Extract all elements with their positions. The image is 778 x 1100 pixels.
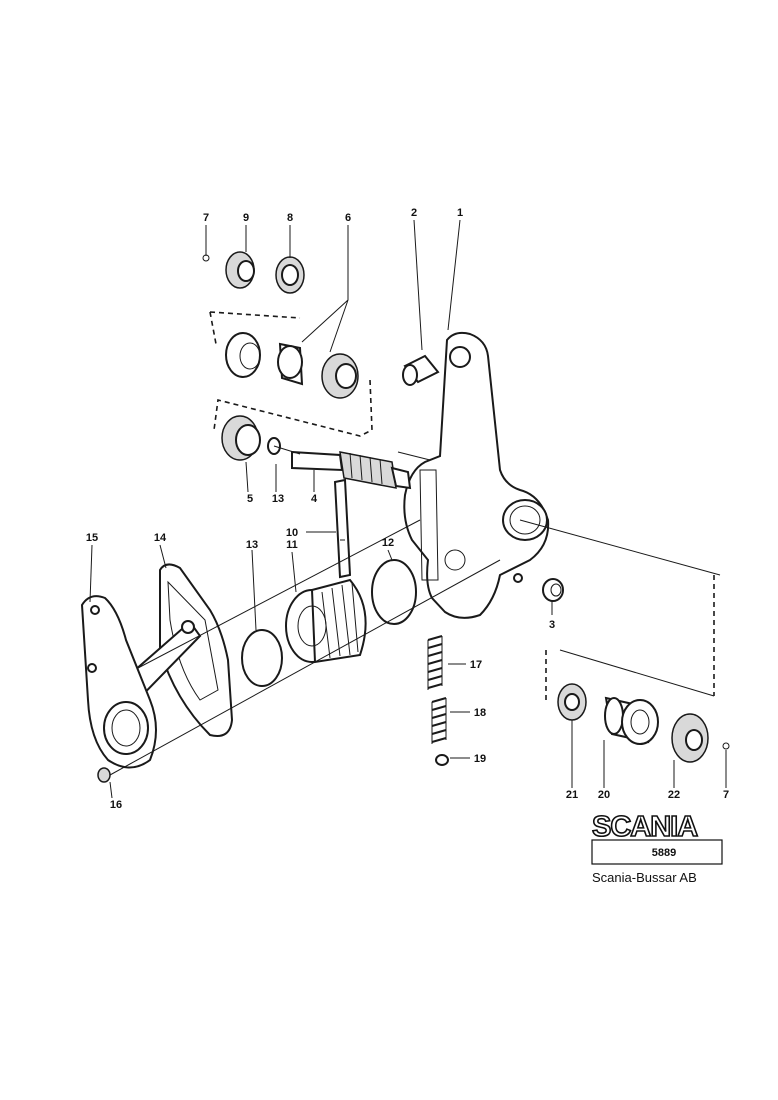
- washer-small: [435, 754, 449, 766]
- callout-6: 6: [345, 212, 351, 224]
- scania-logo: SCANIA: [592, 811, 698, 843]
- callout-8: 8: [287, 212, 293, 224]
- adjuster-spring-cup: [604, 696, 659, 745]
- leader-lines: [89, 219, 727, 799]
- adjuster-nut: [671, 713, 709, 763]
- o-ring-small: [267, 437, 281, 455]
- bolt: [97, 767, 111, 783]
- worm-shaft: [291, 450, 412, 490]
- callout-labels: 1 2 3 4 5 6 7 7 8 9 10 11 12 13 13 14 15…: [86, 207, 729, 811]
- callout-4: 4: [311, 493, 318, 505]
- callout-5: 5: [247, 493, 253, 505]
- assembly-lines: [109, 445, 721, 776]
- callout-18: 18: [474, 707, 486, 719]
- grease-nipple-right: [722, 742, 730, 750]
- callout-1: 1: [457, 207, 463, 219]
- callout-13-left: 13: [246, 539, 258, 551]
- callout-14: 14: [154, 532, 167, 544]
- slack-adjuster-lever: [403, 331, 550, 619]
- callout-7-right: 7: [723, 789, 729, 801]
- callout-12: 12: [382, 537, 394, 549]
- drawing-number: 5889: [652, 847, 676, 859]
- callout-9: 9: [243, 212, 249, 224]
- callout-20: 20: [598, 789, 610, 801]
- callout-22: 22: [668, 789, 680, 801]
- spring-upper: [427, 635, 443, 690]
- callout-16: 16: [110, 799, 122, 811]
- callout-15: 15: [86, 532, 98, 544]
- callout-10: 10: [286, 527, 298, 539]
- anchor-bracket: [80, 595, 157, 769]
- seal-ring: [225, 251, 255, 289]
- callout-19: 19: [474, 753, 486, 765]
- bearing-cap: [221, 415, 261, 461]
- callout-3: 3: [549, 619, 555, 631]
- adjuster-washer: [557, 683, 587, 721]
- o-ring-left: [241, 629, 283, 687]
- callout-11: 11: [286, 539, 298, 551]
- needle-bearing: [285, 578, 367, 664]
- drawing-number-box: [591, 839, 723, 865]
- publisher-name: Scania-Bussar AB: [592, 870, 697, 885]
- bushing: [402, 354, 440, 386]
- worm-gear-set: [209, 311, 373, 437]
- locking-pin: [333, 478, 352, 579]
- callout-13-top: 13: [272, 493, 284, 505]
- plug: [542, 578, 564, 602]
- spring-lower: [431, 697, 447, 744]
- callout-17: 17: [470, 659, 482, 671]
- callout-21: 21: [566, 789, 578, 801]
- title-block: SCANIA 5889 Scania-Bussar AB: [591, 810, 723, 885]
- o-ring-right: [371, 559, 417, 625]
- worm-gear-small: [275, 256, 305, 294]
- callout-2: 2: [411, 207, 417, 219]
- callout-7-top: 7: [203, 212, 209, 224]
